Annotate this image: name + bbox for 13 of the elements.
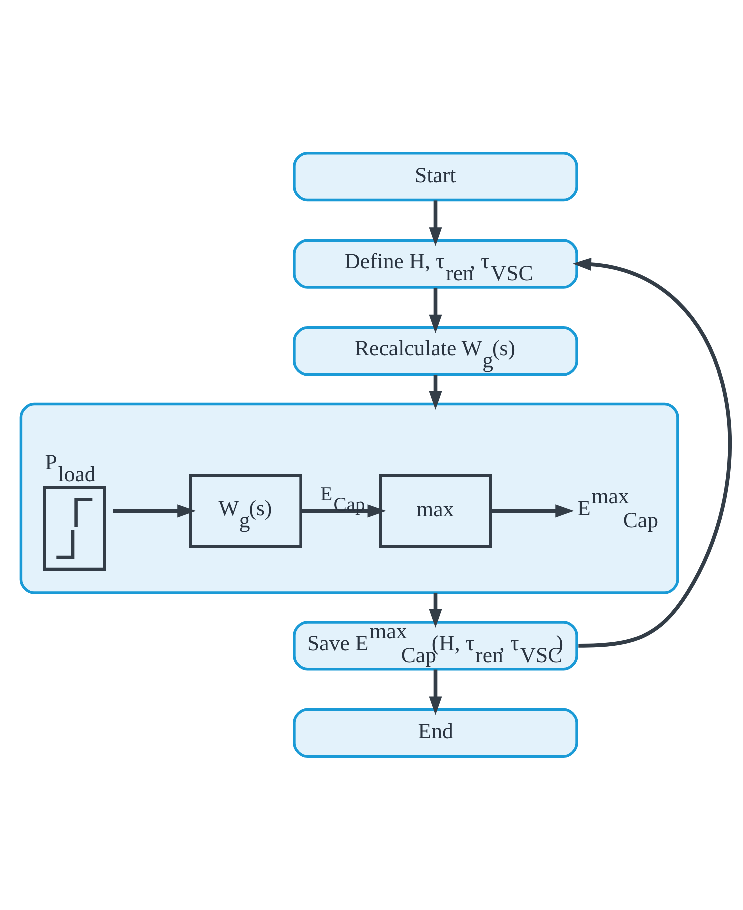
arrow — [490, 504, 574, 518]
arrow — [429, 593, 442, 628]
arrow — [572, 258, 732, 648]
arrow — [429, 375, 442, 410]
node-picture — [43, 486, 106, 572]
arrow — [429, 288, 442, 334]
node-box: End — [293, 708, 578, 758]
cluster — [20, 402, 680, 594]
arrow — [113, 504, 196, 518]
node-box: max — [379, 474, 492, 548]
arrow — [429, 670, 442, 716]
node-box: Start — [293, 152, 578, 202]
arrow — [429, 200, 442, 246]
